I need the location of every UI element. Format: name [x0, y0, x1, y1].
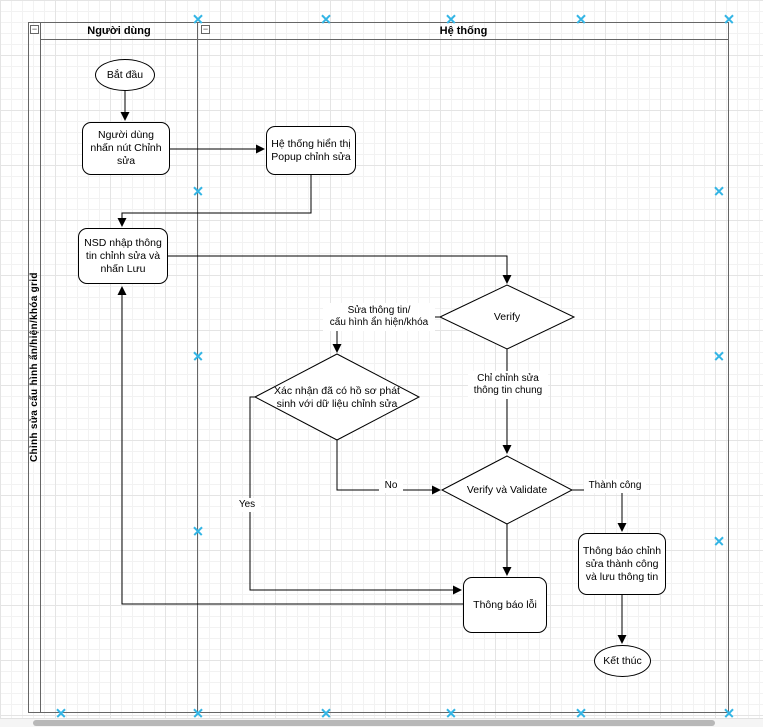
edge-confirm-no[interactable]	[336, 440, 441, 495]
connection-cross-icon[interactable]	[193, 351, 202, 360]
connection-cross-icon[interactable]	[576, 14, 585, 23]
edge-input-to-verify[interactable]	[168, 255, 512, 284]
connection-cross-icon[interactable]	[714, 186, 723, 195]
end-node[interactable]: Kết thúc	[594, 645, 651, 677]
start-node[interactable]: Bắt đầu	[95, 59, 155, 91]
decision-validate-label: Verify và Validate	[466, 483, 548, 496]
connection-cross-icon[interactable]	[193, 526, 202, 535]
lane-header-nguoi-dung[interactable]: Người dùng	[41, 22, 197, 39]
collapse-icon[interactable]: −	[30, 24, 39, 34]
user-input-save-node[interactable]: NSD nhập thông tin chỉnh sửa và nhấn Lưu	[78, 228, 168, 284]
horizontal-scrollbar-thumb[interactable]	[33, 720, 715, 726]
connection-cross-icon[interactable]	[714, 351, 723, 360]
decision-confirm-record[interactable]	[253, 353, 421, 441]
edge-label-yes[interactable]: Yes	[233, 498, 261, 512]
edge-error-feedback[interactable]	[117, 286, 463, 605]
pool-title-divider	[40, 22, 41, 713]
connection-cross-icon[interactable]	[193, 186, 202, 195]
edge-label-config-branch[interactable]: Sửa thông tin/ cấu hình ẩn hiện/khóa	[323, 303, 435, 331]
connection-cross-icon[interactable]	[446, 708, 455, 717]
user-click-edit-node[interactable]: Người dùng nhấn nút Chỉnh sửa	[82, 122, 170, 175]
collapse-icon[interactable]: −	[201, 24, 210, 34]
error-notice-node[interactable]: Thông báo lỗi	[463, 577, 547, 633]
connection-cross-icon[interactable]	[576, 708, 585, 717]
connection-cross-icon[interactable]	[714, 536, 723, 545]
connection-cross-icon[interactable]	[193, 14, 202, 23]
connection-cross-icon[interactable]	[446, 14, 455, 23]
success-notice-node[interactable]: Thông báo chỉnh sửa thành công và lưu th…	[578, 533, 666, 595]
edge-confirm-yes[interactable]	[249, 396, 462, 595]
connection-cross-icon[interactable]	[56, 708, 65, 717]
edge-label-no[interactable]: No	[379, 479, 403, 493]
lane-label: Hệ thống	[439, 24, 488, 37]
decision-verify-label: Verify	[493, 310, 521, 323]
connection-cross-icon[interactable]	[321, 14, 330, 23]
edge-popup-to-input[interactable]	[117, 175, 312, 227]
connection-cross-icon[interactable]	[724, 14, 733, 23]
system-show-popup-node[interactable]: Hệ thống hiển thị Popup chỉnh sửa	[266, 126, 356, 175]
connection-cross-icon[interactable]	[724, 708, 733, 717]
connection-cross-icon[interactable]	[321, 708, 330, 717]
lane-header-he-thong[interactable]: Hệ thống	[198, 22, 729, 39]
edge-validate-success[interactable]	[572, 489, 627, 532]
decision-verify[interactable]	[438, 284, 576, 350]
lane-label: Người dùng	[87, 24, 151, 37]
edge-label-general-branch[interactable]: Chỉ chỉnh sửa thông tin chung	[468, 371, 548, 399]
pool-border	[28, 22, 729, 713]
connection-cross-icon[interactable]	[193, 708, 202, 717]
decision-confirm-label: Xác nhận đã có hồ sơ phát sinh với dữ li…	[274, 385, 400, 410]
decision-verify-validate[interactable]	[440, 455, 574, 525]
lane-divider	[197, 22, 198, 713]
lane-header-underline	[40, 39, 729, 40]
edge-label-success[interactable]: Thành công	[584, 479, 646, 493]
